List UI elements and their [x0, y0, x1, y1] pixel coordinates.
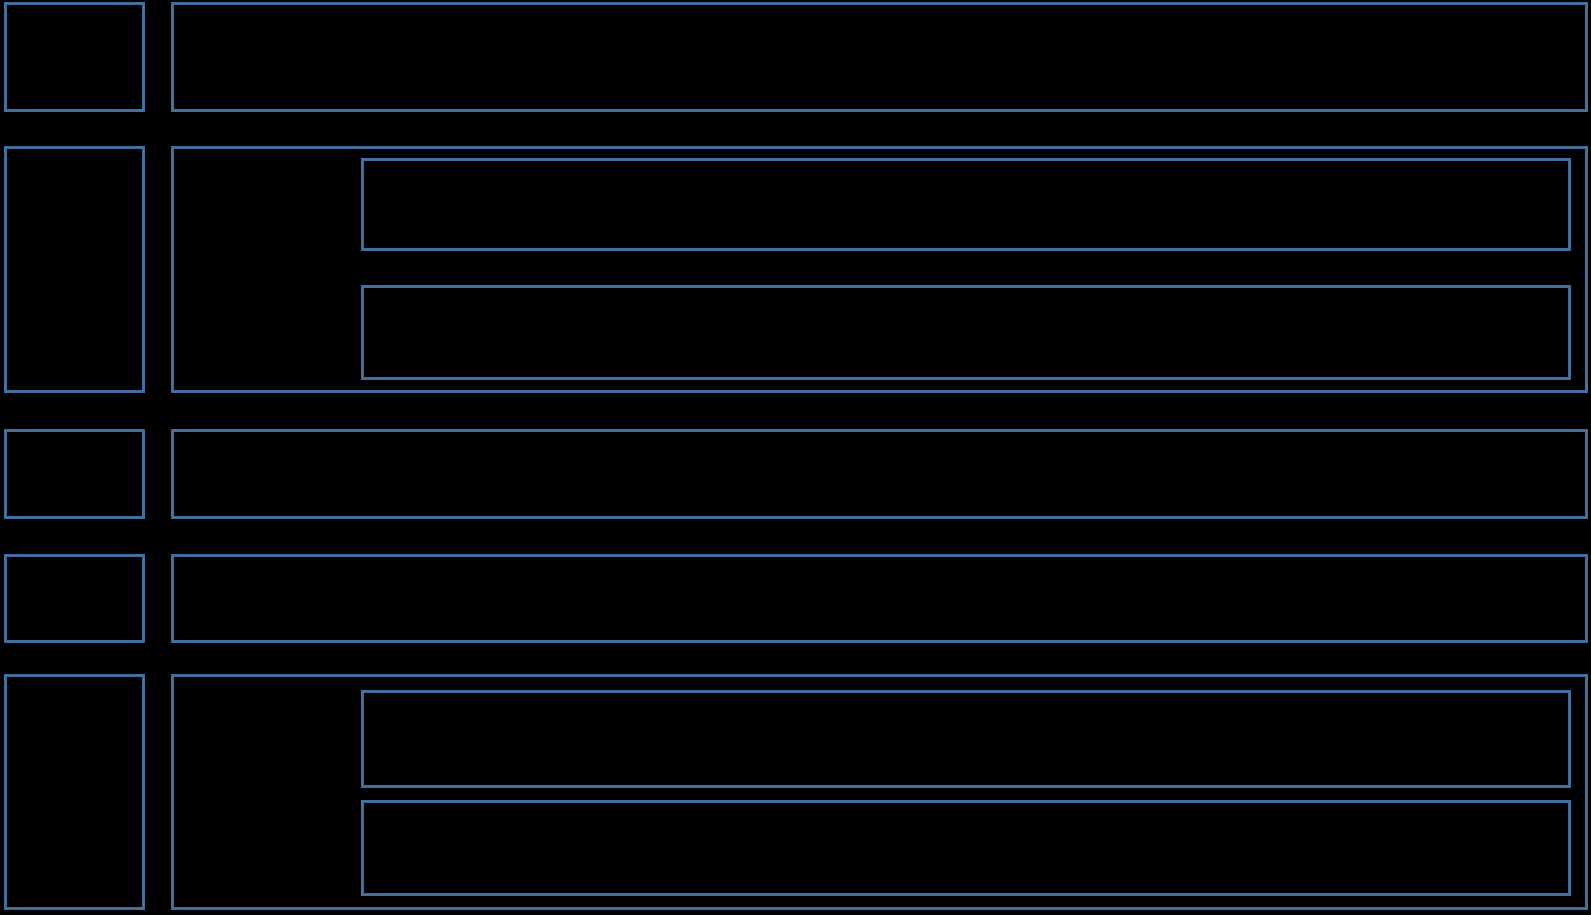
row1-left-box: [4, 2, 145, 112]
row4-left-box: [4, 554, 145, 643]
row1-right-box: [171, 2, 1588, 112]
row3-left-box: [4, 429, 145, 519]
row3-right-box: [171, 429, 1588, 519]
row2-inner-box-2: [361, 285, 1571, 380]
row4-right-box: [171, 554, 1588, 643]
row5-inner-box-1: [361, 690, 1571, 788]
row2-inner-box-1: [361, 158, 1571, 251]
row2-left-box: [4, 146, 145, 393]
row5-inner-box-2: [361, 800, 1571, 896]
row5-left-box: [4, 674, 145, 910]
